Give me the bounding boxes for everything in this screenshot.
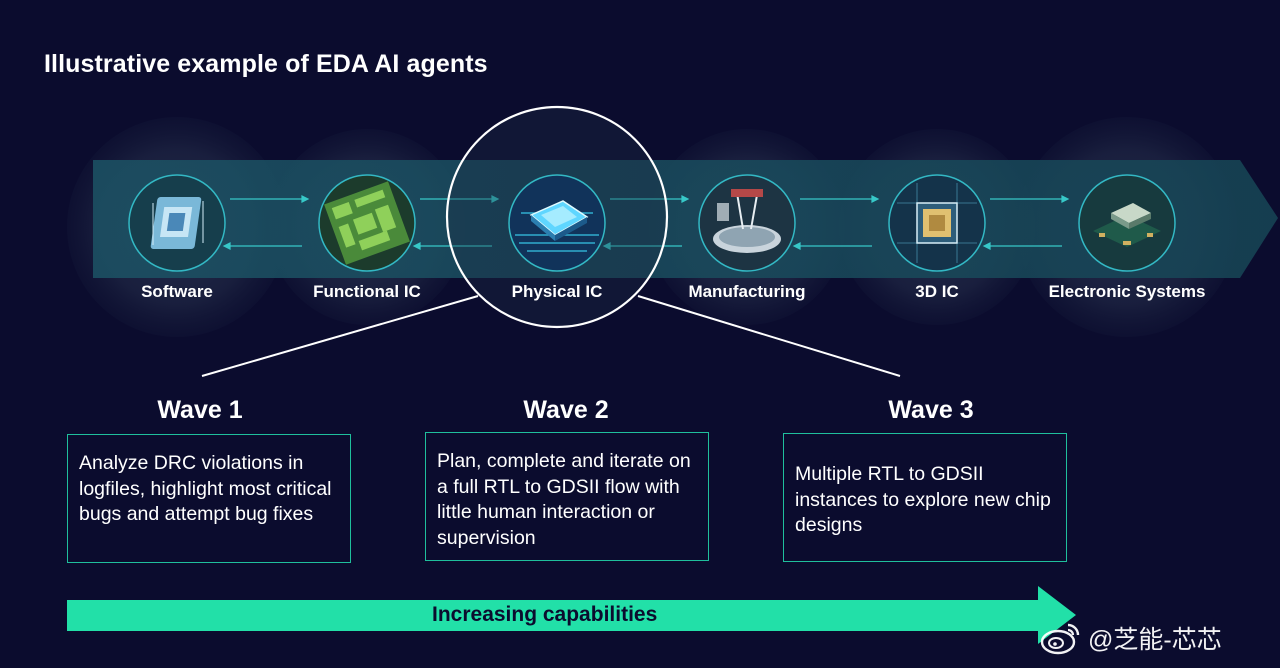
stage-label-physical-ic: Physical IC — [511, 282, 603, 301]
watermark-text: @芝能-芯芯 — [1088, 626, 1222, 654]
wave-3-box: Multiple RTL to GDSII instances to explo… — [783, 433, 1067, 562]
stage-label-3d-ic: 3D IC — [915, 282, 959, 301]
wave-title-1: Wave 1 — [157, 396, 243, 424]
stacked-chip-icon — [888, 174, 986, 272]
capabilities-label: Increasing capabilities — [432, 603, 658, 626]
wave-title-2: Wave 2 — [523, 396, 609, 424]
stage-label-electronic-systems: Electronic Systems — [1048, 282, 1206, 301]
glowing-chip-icon — [508, 174, 606, 272]
circuit-board-icon — [318, 174, 416, 272]
wafer-probe-icon — [698, 174, 796, 272]
wave-title-3: Wave 3 — [888, 396, 974, 424]
wave-3-text: Multiple RTL to GDSII instances to explo… — [795, 463, 1051, 536]
wave-2-box: Plan, complete and iterate on a full RTL… — [425, 432, 709, 561]
chip-package-icon — [128, 174, 226, 272]
pcb-system-icon — [1078, 174, 1176, 272]
watermark: @芝能-芯芯 — [1040, 620, 1222, 656]
stage-label-software: Software — [141, 282, 213, 301]
wave-1-text: Analyze DRC violations in logfiles, high… — [79, 452, 332, 525]
wave-2-text: Plan, complete and iterate on a full RTL… — [437, 450, 691, 549]
weibo-logo-icon — [1040, 623, 1080, 655]
wave-1-box: Analyze DRC violations in logfiles, high… — [67, 434, 351, 563]
page-title: Illustrative example of EDA AI agents — [44, 50, 488, 78]
